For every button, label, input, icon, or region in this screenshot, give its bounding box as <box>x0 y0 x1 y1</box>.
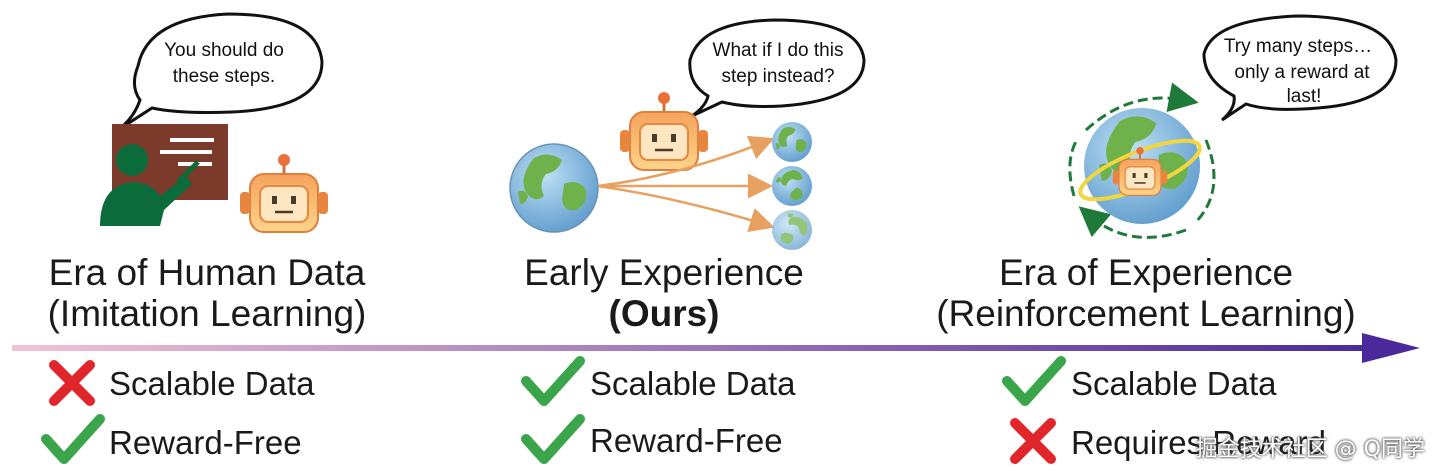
era-1-title-line-2: (Imitation Learning) <box>47 293 367 334</box>
speech-bubble-1: You should do these steps. <box>117 12 324 132</box>
watermark: 掘金技术社区 @ Q同学 <box>1195 437 1425 462</box>
bubble-2-line-1: What if I do this <box>713 40 844 61</box>
bubble-3-line-3: last! <box>1287 86 1322 107</box>
speech-bubble-3: Try many steps… only a reward at last! <box>1202 14 1398 122</box>
globe-icon-small-1 <box>772 122 812 162</box>
era-3-feature-1-check-icon <box>1002 356 1066 406</box>
era-3-title-line-1: Era of Experience <box>998 252 1294 293</box>
era-2-illustration: What if I do this step instead? <box>509 18 866 250</box>
robot-icon-1 <box>238 152 330 234</box>
era-1-title: Era of Human Data (Imitation Learning) <box>40 252 374 334</box>
globe-icon-small-2 <box>772 164 813 206</box>
era-1-feature-1-cross-icon <box>49 360 95 406</box>
era-3-title-line-2: (Reinforcement Learning) <box>936 293 1356 334</box>
era-2-feature-1-label: Scalable Data <box>590 365 796 402</box>
era-2-title-line-2: (Ours) <box>608 293 720 334</box>
cycle-arrows-icon <box>1068 82 1216 239</box>
speech-bubble-2: What if I do this step instead? <box>688 18 866 118</box>
era-2-feature-2-label: Reward-Free <box>590 422 783 459</box>
globe-icon-large <box>509 143 599 233</box>
robot-icon-2 <box>618 90 710 172</box>
timeline-arrow <box>12 333 1420 363</box>
era-3-title: Era of Experience (Reinforcement Learnin… <box>928 252 1364 334</box>
teacher-icon <box>100 144 200 226</box>
era-1-feature-2-check-icon <box>41 414 105 464</box>
bubble-1-line-2: these steps. <box>173 66 275 87</box>
era-2-title: Early Experience (Ours) <box>515 252 813 334</box>
era-3-illustration: Try many steps… only a reward at last! <box>1068 14 1398 239</box>
era-2-title-line-1: Early Experience <box>524 252 804 293</box>
era-2-feature-1-check-icon <box>521 356 585 406</box>
era-3-feature-2-label: Requires Reward <box>1071 424 1326 461</box>
branch-arrows <box>597 135 775 232</box>
era-2-feature-2-check-icon <box>521 414 585 464</box>
bubble-1-line-1: You should do <box>164 40 284 61</box>
era-1-illustration: You should do these steps. <box>100 12 330 234</box>
bubble-3-line-2: only a reward at <box>1234 62 1370 83</box>
globe-icon-small-3 <box>772 210 812 250</box>
era-1-feature-2-label: Reward-Free <box>109 424 302 461</box>
era-1-feature-1-label: Scalable Data <box>109 365 315 402</box>
bubble-3-line-1: Try many steps… <box>1224 36 1372 57</box>
era-3-feature-1-label: Scalable Data <box>1071 365 1277 402</box>
era-3-feature-2-cross-icon <box>1010 418 1056 464</box>
bubble-2-line-2: step instead? <box>721 66 834 87</box>
era-1-title-line-1: Era of Human Data <box>48 252 366 293</box>
